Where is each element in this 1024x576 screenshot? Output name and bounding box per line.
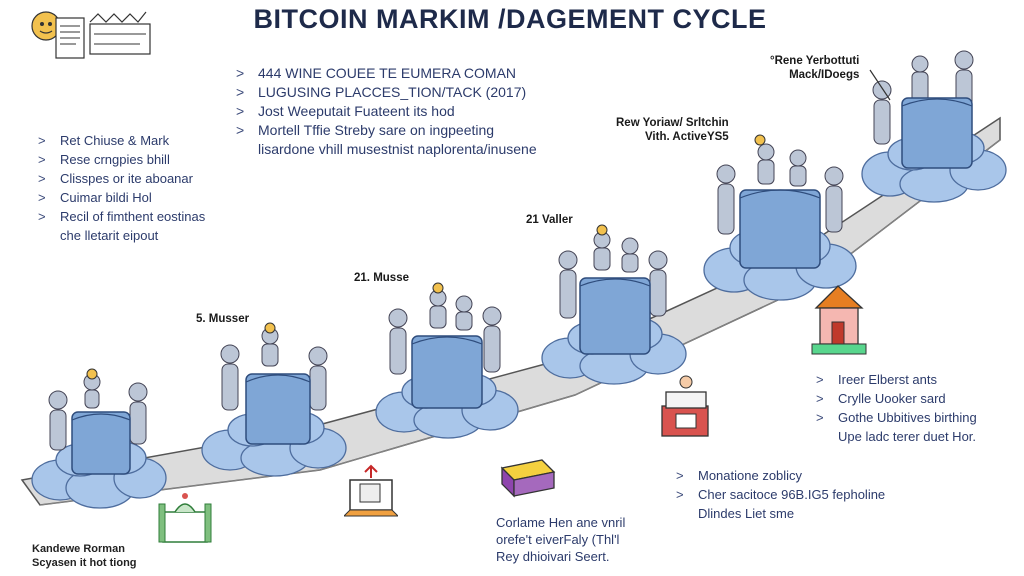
stage-5-group (703, 134, 857, 301)
chest-icon (661, 375, 709, 437)
footnote-line: Kandewe Rorman (32, 543, 125, 555)
list-item: >444 WINE COUEE TE EUMERA COMAN (236, 65, 517, 81)
stage-6-group (861, 50, 1007, 203)
footnote-line: Scyasen it hot tiong (32, 557, 137, 569)
stage-label-4: Rew Yoriaw/ Srltchin Vith. ActiveYS5 (616, 117, 729, 143)
list-item: >Monatione zoblicy (676, 468, 803, 483)
list-item: >Cuimar bildi Hol (38, 190, 152, 205)
stage-label-3: 21 Valler (526, 214, 573, 226)
stage-1-group (31, 368, 167, 509)
right-bullets: >Ireer Elberst ants >Crylle Uooker sard … (816, 370, 977, 446)
left-bullets: >Ret Chiuse & Mark >Rese crngpies bhill … (38, 131, 205, 245)
list-item: >Mortell Tffie Streby sare on ingpeeting (236, 122, 495, 138)
list-item: >Recil of fimthent eostinas (38, 209, 206, 224)
list-item: >Ret Chiuse & Mark (38, 133, 170, 148)
stage-label-5: °Rene Yerbottuti Mack/IDoegs (770, 55, 860, 81)
wallet-box-icon (500, 459, 556, 498)
list-item: >Ireer Elberst ants (816, 372, 937, 387)
list-item: >Gothe Ubbitives birthing (816, 410, 977, 425)
sketch-logo (31, 11, 151, 59)
footnote: Kandewe Rorman Scyasen it hot tiong (32, 542, 137, 570)
list-item: Dlindes Liet sme (698, 506, 795, 521)
caption-line: Corlame Hen ane vnril (496, 515, 626, 530)
list-item: >Clisspes or ite aboanar (38, 171, 193, 186)
list-item: >Cher sacitoce 96B.IG5 fepholine (676, 487, 886, 502)
list-item: >LUGUSING PLACCES_TION/TACK (2017) (236, 84, 527, 100)
stage-4-group (541, 224, 687, 385)
safe-box-icon (344, 464, 398, 517)
list-item: lisardone vhill musestnist naplorenta/in… (258, 141, 537, 157)
list-item: Upe ladc terer duet Hor. (838, 429, 977, 444)
page-title: BITCOIN MARKIM /DAGEMENT CYCLE (253, 4, 767, 34)
list-item: >Crylle Uooker sard (816, 391, 946, 406)
caption-line: orefe't eiverFaly (Thl'l (496, 532, 620, 547)
list-item: che lletarit eipout (60, 228, 159, 243)
stage-2-group (201, 322, 347, 477)
caption-line: Rey dhioivari Seert. (496, 549, 610, 564)
house-icon (811, 285, 867, 355)
mid-bullets: >Monatione zoblicy >Cher sacitoce 96B.IG… (676, 466, 885, 523)
list-item: >Jost Weeputait Fuateent its hod (236, 103, 455, 119)
bottom-caption: Corlame Hen ane vnril orefe't eiverFaly … (496, 514, 625, 565)
mosque-icon (158, 493, 212, 543)
stage-label-1: 5. Musser (196, 313, 250, 325)
stage-3-group (375, 282, 519, 439)
list-item: >Rese crngpies bhill (38, 152, 170, 167)
header-bullets: >444 WINE COUEE TE EUMERA COMAN >LUGUSIN… (236, 64, 537, 159)
stage-label-2: 21. Musse (354, 272, 409, 284)
